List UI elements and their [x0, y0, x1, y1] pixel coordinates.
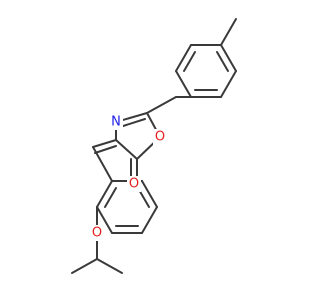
methyl-bond: [220, 18, 237, 46]
bond: [115, 139, 138, 160]
bond: [96, 206, 113, 234]
ring-oxygen-label: O: [155, 130, 165, 145]
aromatic-double-bond: [183, 51, 196, 72]
bond: [141, 206, 158, 234]
aromatic-double-bond: [104, 187, 117, 208]
bond: [96, 180, 113, 208]
isopropyl-bond: [71, 258, 98, 274]
bond: [220, 70, 237, 98]
exocyclic-double-bond: [92, 139, 117, 148]
atom-o-carbonyl: O: [127, 176, 141, 192]
isopropyl-bond: [96, 258, 123, 274]
atom-o-ether: O: [90, 225, 104, 241]
bond: [92, 146, 113, 182]
bond: [175, 44, 192, 72]
double-bond: [119, 118, 146, 128]
atom-o-ring: O: [153, 129, 167, 145]
atom-n: N: [109, 114, 123, 130]
bond: [220, 44, 237, 72]
bond: [175, 70, 192, 98]
tolyl-ring: [175, 44, 237, 98]
bond: [141, 180, 158, 208]
ether-oxygen-label: O: [92, 226, 102, 241]
nitrogen-label: N: [111, 115, 121, 130]
exocyclic-double-bond: [94, 145, 117, 154]
molecule-structure-diagram: N O O O: [71, 18, 237, 274]
aromatic-double-bond: [216, 51, 229, 72]
carbonyl-oxygen-label: O: [129, 177, 139, 192]
bond: [146, 96, 177, 114]
